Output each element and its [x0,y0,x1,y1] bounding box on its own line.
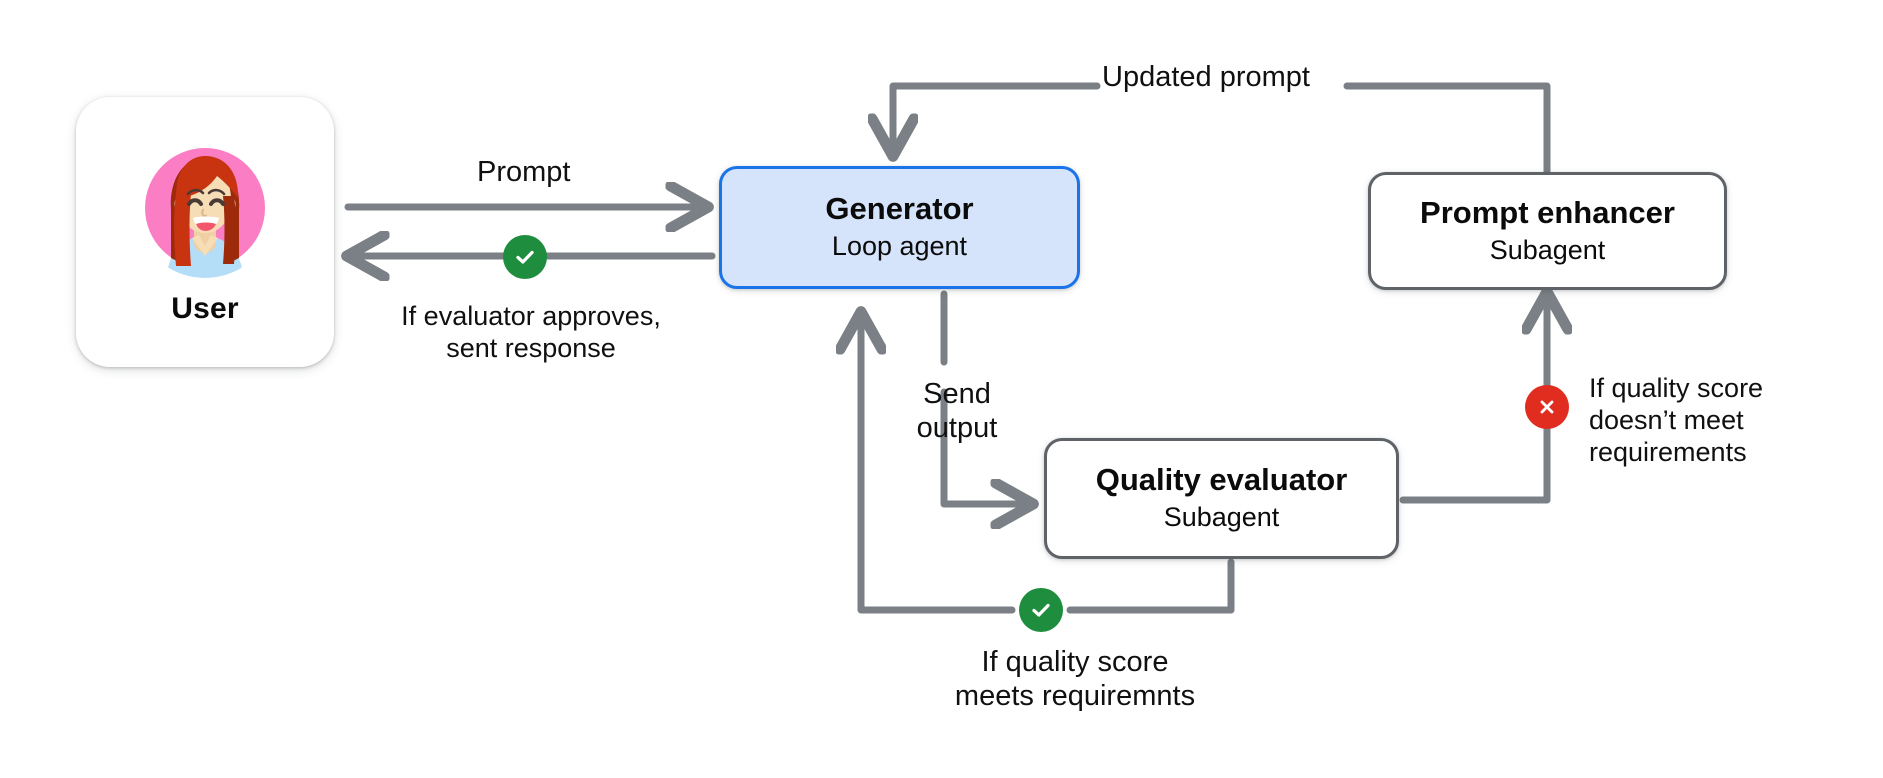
user-avatar-woman-icon [135,138,275,278]
node-prompt-enhancer-subtitle: Subagent [1489,234,1606,265]
check-circle-icon [503,235,547,279]
node-prompt-enhancer[interactable]: Prompt enhancer Subagent [1368,172,1727,290]
edge-label-quality-met: If quality score meets requiremnts [954,646,1196,713]
wire-enhancer-to-generator [893,82,1551,172]
node-quality-evaluator[interactable]: Quality evaluator Subagent [1044,438,1399,559]
node-generator[interactable]: Generator Loop agent [719,166,1080,289]
edge-label-send-output: Send output [916,378,998,445]
edge-label-quality-not-met: If quality score doesn’t meet requiremen… [1589,373,1764,467]
check-circle-icon [1019,588,1063,632]
user-card[interactable]: User [76,97,334,367]
node-quality-evaluator-subtitle: Subagent [1163,502,1280,533]
edge-label-approves: If evaluator approves, sent response [401,301,661,363]
edge-label-prompt: Prompt [477,156,571,188]
node-generator-subtitle: Loop agent [831,231,968,262]
edge-label-updated-prompt: Updated prompt [1102,61,1310,93]
node-quality-evaluator-title: Quality evaluator [1095,462,1348,498]
node-generator-title: Generator [825,191,974,227]
close-circle-icon [1525,385,1569,429]
user-card-label: User [171,292,239,325]
node-prompt-enhancer-title: Prompt enhancer [1420,194,1675,230]
